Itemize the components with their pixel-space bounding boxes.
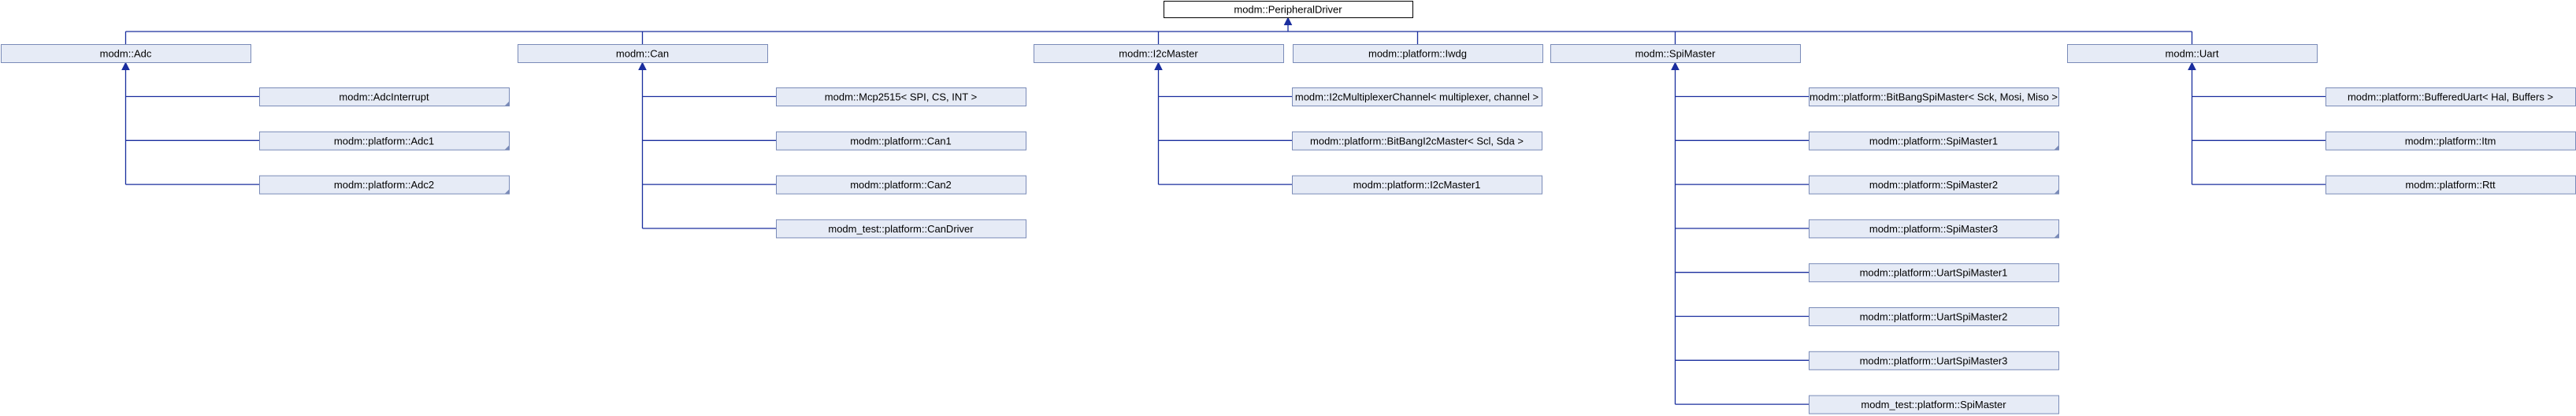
node-i2c-master-label: modm::I2cMaster bbox=[1119, 48, 1198, 60]
node-spi-master-label: modm::SpiMaster bbox=[1635, 48, 1717, 60]
node-platform-rtt[interactable]: modm::platform::Rtt bbox=[2325, 175, 2576, 195]
node-mcp2515-box bbox=[776, 87, 1026, 106]
node-uart[interactable]: modm::Uart bbox=[2067, 44, 2318, 63]
node-adc-box bbox=[1, 44, 251, 63]
node-mcp2515[interactable]: modm::Mcp2515< SPI, CS, INT > bbox=[776, 87, 1026, 106]
node-bitbang-i2c-master[interactable]: modm::platform::BitBangI2cMaster< Scl, S… bbox=[1292, 131, 1542, 150]
node-platform-spi-master1[interactable]: modm::platform::SpiMaster1 bbox=[1809, 131, 2059, 150]
node-uart-spi-master1-label: modm::platform::UartSpiMaster1 bbox=[1860, 267, 2008, 279]
node-iwdg-label: modm::platform::Iwdg bbox=[1368, 48, 1467, 60]
node-platform-i2c-master1-box bbox=[1292, 175, 1542, 195]
more-indicator-icon bbox=[504, 101, 510, 106]
node-bitbang-spi-master-label: modm::platform::BitBangSpiMaster< Sck, M… bbox=[1810, 91, 2058, 103]
node-uart-spi-master1[interactable]: modm::platform::UartSpiMaster1 bbox=[1809, 263, 2059, 283]
node-bitbang-spi-master-box bbox=[1809, 87, 2059, 106]
node-platform-itm[interactable]: modm::platform::Itm bbox=[2325, 131, 2576, 150]
node-bitbang-i2c-master-box bbox=[1292, 131, 1542, 150]
node-can[interactable]: modm::Can bbox=[518, 44, 768, 63]
node-i2c-multiplexer-channel-box bbox=[1292, 87, 1542, 106]
node-uart-spi-master1-box bbox=[1809, 263, 2059, 283]
node-platform-adc2[interactable]: modm::platform::Adc2 bbox=[259, 175, 510, 195]
node-can-box bbox=[518, 44, 768, 63]
inheritance-arrow-icon bbox=[2188, 61, 2196, 70]
node-mcp2515-label: modm::Mcp2515< SPI, CS, INT > bbox=[825, 91, 977, 103]
node-uart-spi-master3-label: modm::platform::UartSpiMaster3 bbox=[1860, 355, 2008, 366]
node-platform-adc1[interactable]: modm::platform::Adc1 bbox=[259, 131, 510, 150]
node-platform-itm-label: modm::platform::Itm bbox=[2405, 135, 2496, 147]
node-adc[interactable]: modm::Adc bbox=[1, 44, 251, 63]
node-platform-can2-box bbox=[776, 175, 1026, 195]
node-platform-spi-master2-box bbox=[1809, 175, 2059, 195]
node-platform-rtt-label: modm::platform::Rtt bbox=[2405, 179, 2496, 191]
node-i2c-master-box bbox=[1034, 44, 1284, 63]
node-uart-label: modm::Uart bbox=[2166, 48, 2219, 60]
node-uart-spi-master3-box bbox=[1809, 351, 2059, 370]
node-root-box bbox=[1164, 1, 1413, 18]
node-uart-spi-master2[interactable]: modm::platform::UartSpiMaster2 bbox=[1809, 307, 2059, 326]
node-platform-spi-master2-label: modm::platform::SpiMaster2 bbox=[1869, 179, 1998, 191]
node-iwdg[interactable]: modm::platform::Iwdg bbox=[1293, 44, 1543, 63]
inheritance-edges bbox=[121, 17, 2325, 405]
inheritance-arrow-icon bbox=[1283, 17, 1293, 25]
more-indicator-icon bbox=[2054, 189, 2059, 195]
node-spi-master-box bbox=[1550, 44, 1801, 63]
node-platform-adc2-label: modm::platform::Adc2 bbox=[334, 179, 434, 191]
node-i2c-multiplexer-channel-label: modm::I2cMultiplexerChannel< multiplexer… bbox=[1295, 91, 1539, 103]
node-platform-i2c-master1[interactable]: modm::platform::I2cMaster1 bbox=[1292, 175, 1542, 195]
node-platform-adc2-box bbox=[259, 175, 510, 195]
node-test-spi-master[interactable]: modm_test::platform::SpiMaster bbox=[1809, 395, 2059, 414]
more-indicator-icon bbox=[504, 145, 510, 150]
node-platform-can1-box bbox=[776, 131, 1026, 150]
node-test-can-driver[interactable]: modm_test::platform::CanDriver bbox=[776, 219, 1026, 239]
node-adc-interrupt[interactable]: modm::AdcInterrupt bbox=[259, 87, 510, 106]
node-adc-label: modm::Adc bbox=[100, 48, 152, 60]
node-adc-interrupt-label: modm::AdcInterrupt bbox=[339, 91, 429, 103]
node-platform-spi-master1-label: modm::platform::SpiMaster1 bbox=[1869, 135, 1998, 147]
inheritance-arrow-icon bbox=[638, 61, 647, 70]
node-platform-adc1-label: modm::platform::Adc1 bbox=[334, 135, 434, 147]
node-can-label: modm::Can bbox=[616, 48, 669, 60]
node-buffered-uart[interactable]: modm::platform::BufferedUart< Hal, Buffe… bbox=[2325, 87, 2576, 106]
node-adc-interrupt-box bbox=[259, 87, 510, 106]
node-uart-spi-master2-box bbox=[1809, 307, 2059, 326]
node-test-spi-master-box bbox=[1809, 395, 2059, 414]
inheritance-arrow-icon bbox=[121, 61, 130, 70]
more-indicator-icon bbox=[2054, 145, 2059, 150]
node-bitbang-i2c-master-label: modm::platform::BitBangI2cMaster< Scl, S… bbox=[1310, 135, 1524, 147]
node-buffered-uart-label: modm::platform::BufferedUart< Hal, Buffe… bbox=[2348, 91, 2553, 103]
node-platform-can2[interactable]: modm::platform::Can2 bbox=[776, 175, 1026, 195]
node-platform-adc1-box bbox=[259, 131, 510, 150]
node-i2c-multiplexer-channel[interactable]: modm::I2cMultiplexerChannel< multiplexer… bbox=[1292, 87, 1542, 106]
node-test-spi-master-label: modm_test::platform::SpiMaster bbox=[1861, 399, 2006, 410]
node-root[interactable]: modm::PeripheralDriver bbox=[1164, 1, 1413, 18]
node-bitbang-spi-master[interactable]: modm::platform::BitBangSpiMaster< Sck, M… bbox=[1809, 87, 2059, 106]
node-platform-can1-label: modm::platform::Can1 bbox=[850, 135, 952, 147]
node-test-can-driver-label: modm_test::platform::CanDriver bbox=[828, 223, 974, 235]
node-platform-spi-master2[interactable]: modm::platform::SpiMaster2 bbox=[1809, 175, 2059, 195]
more-indicator-icon bbox=[504, 189, 510, 195]
node-platform-can2-label: modm::platform::Can2 bbox=[850, 179, 952, 191]
node-i2c-master[interactable]: modm::I2cMaster bbox=[1034, 44, 1284, 63]
node-uart-spi-master2-label: modm::platform::UartSpiMaster2 bbox=[1860, 311, 2008, 323]
node-platform-spi-master3-box bbox=[1809, 219, 2059, 239]
more-indicator-icon bbox=[2054, 232, 2059, 238]
node-root-label: modm::PeripheralDriver bbox=[1234, 4, 1342, 16]
node-platform-spi-master3[interactable]: modm::platform::SpiMaster3 bbox=[1809, 219, 2059, 239]
inheritance-arrow-icon bbox=[1154, 61, 1163, 70]
node-test-can-driver-box bbox=[776, 219, 1026, 239]
node-uart-spi-master3[interactable]: modm::platform::UartSpiMaster3 bbox=[1809, 351, 2059, 370]
inheritance-arrow-icon bbox=[1671, 61, 1680, 70]
node-platform-spi-master1-box bbox=[1809, 131, 2059, 150]
node-platform-spi-master3-label: modm::platform::SpiMaster3 bbox=[1869, 223, 1998, 235]
node-platform-can1[interactable]: modm::platform::Can1 bbox=[776, 131, 1026, 150]
node-iwdg-box bbox=[1293, 44, 1543, 63]
node-platform-i2c-master1-label: modm::platform::I2cMaster1 bbox=[1353, 179, 1481, 191]
node-uart-box bbox=[2067, 44, 2318, 63]
node-spi-master[interactable]: modm::SpiMaster bbox=[1550, 44, 1801, 63]
